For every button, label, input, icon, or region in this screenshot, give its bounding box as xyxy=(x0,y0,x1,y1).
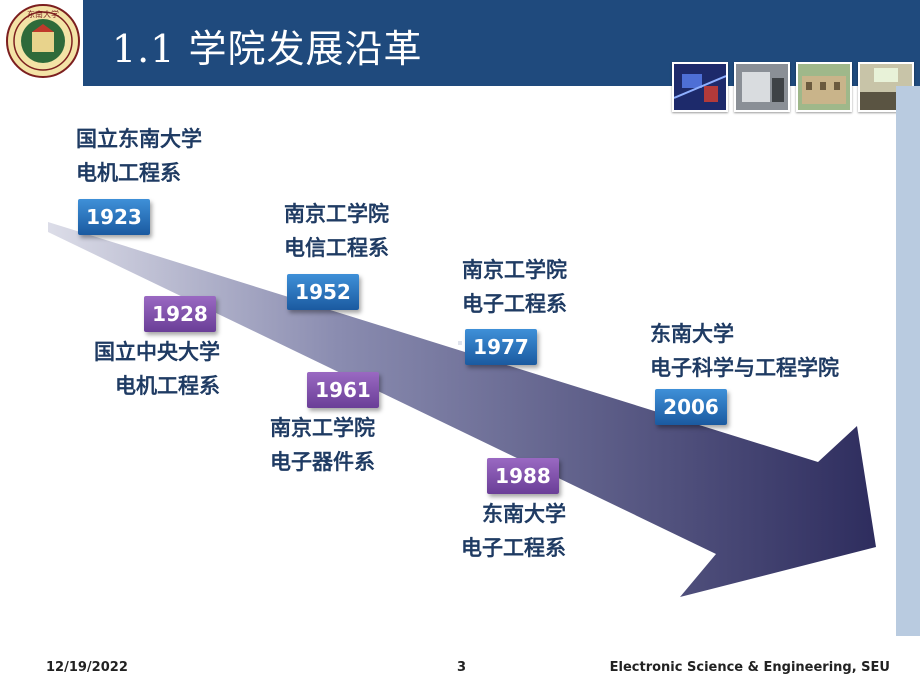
lab-equipment-photo xyxy=(734,62,790,112)
entry-department: 电子工程系 xyxy=(462,292,567,316)
year-badge-1952: 1952 xyxy=(287,274,359,310)
right-decor-strip xyxy=(896,86,920,636)
university-seal-icon: 东南大学 xyxy=(6,4,80,78)
slide-header: 东南大学 1.1 学院发展沿革 xyxy=(0,0,920,112)
entry-department: 电子工程系 xyxy=(461,536,566,560)
circuit-board-photo xyxy=(672,62,728,112)
entry-institution: 东南大学 xyxy=(650,322,734,346)
entry-institution: 南京工学院 xyxy=(462,258,567,282)
year-badge-1988: 1988 xyxy=(487,458,559,494)
entry-department: 电机工程系 xyxy=(115,374,220,398)
entry-institution: 南京工学院 xyxy=(284,202,389,226)
footer-organization: Electronic Science & Engineering, SEU xyxy=(609,660,890,675)
entry-institution: 东南大学 xyxy=(482,502,566,526)
slide-title: 1.1 学院发展沿革 xyxy=(112,27,423,71)
entry-department: 电子器件系 xyxy=(270,450,375,474)
building-photo xyxy=(796,62,852,112)
entry-institution: 国立中央大学 xyxy=(94,340,220,364)
year-badge-1923: 1923 xyxy=(78,199,150,235)
entry-institution: 南京工学院 xyxy=(270,416,375,440)
year-badge-1977: 1977 xyxy=(465,329,537,365)
entry-institution: 国立东南大学 xyxy=(76,127,202,151)
entry-department: 电机工程系 xyxy=(76,161,181,185)
logo-text: 东南大学 xyxy=(27,9,59,19)
year-badge-2006: 2006 xyxy=(655,389,727,425)
footer-date: 12/19/2022 xyxy=(46,660,128,675)
year-badge-1928: 1928 xyxy=(144,296,216,332)
stray-bullet-mark xyxy=(458,341,462,345)
year-badge-1961: 1961 xyxy=(307,372,379,408)
entry-department: 电子科学与工程学院 xyxy=(650,356,839,380)
entry-department: 电信工程系 xyxy=(284,236,389,260)
footer-page-number: 3 xyxy=(457,660,467,675)
